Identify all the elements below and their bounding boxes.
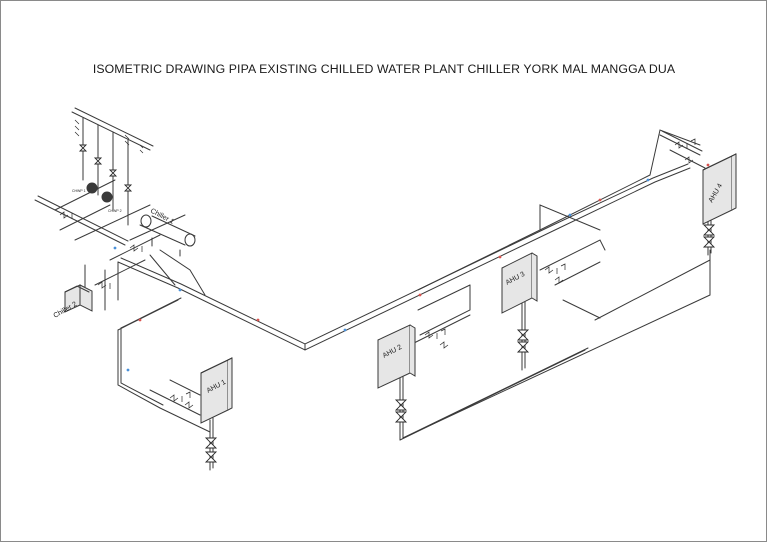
gate-valve-icon [394, 411, 408, 423]
gate-valve-icon [516, 341, 530, 353]
inline-fittings [59, 119, 696, 409]
gate-valve-icon [204, 451, 218, 463]
chiller-plant-piping [34, 107, 206, 311]
flow-markers [113, 163, 710, 372]
check-valve-icon [123, 184, 133, 192]
check-valve-icon [93, 157, 103, 165]
ahu-2-cabinet [377, 324, 416, 389]
gate-valve-icon [516, 329, 530, 341]
chiller-1-vessel [139, 214, 196, 257]
ahu-4-cabinet [702, 153, 737, 225]
upper-return-header [417, 129, 701, 291]
ahu-1-cabinet [200, 357, 233, 424]
gate-valve-icon [702, 224, 716, 236]
chwp-1-label: CHWP 1 [72, 189, 86, 193]
chwp-2-label: CHWP 2 [108, 209, 122, 213]
check-valve-icon [108, 169, 118, 177]
gate-valve-icon [394, 399, 408, 411]
ahu-3-cabinet [501, 252, 538, 314]
gate-valve-icon [204, 437, 218, 449]
drawing-title: ISOMETRIC DRAWING PIPA EXISTING CHILLED … [92, 62, 676, 76]
chiller-2-unit [64, 284, 93, 313]
main-chilled-water-header [117, 163, 691, 351]
gate-valve-icon [702, 236, 716, 248]
chwp-pumps [86, 182, 113, 203]
lower-return-line [402, 249, 711, 439]
ahu-2-branch [399, 284, 589, 441]
ahu-1-branch [117, 297, 214, 471]
check-valve-icon [78, 144, 88, 152]
valve-symbols [78, 144, 716, 463]
